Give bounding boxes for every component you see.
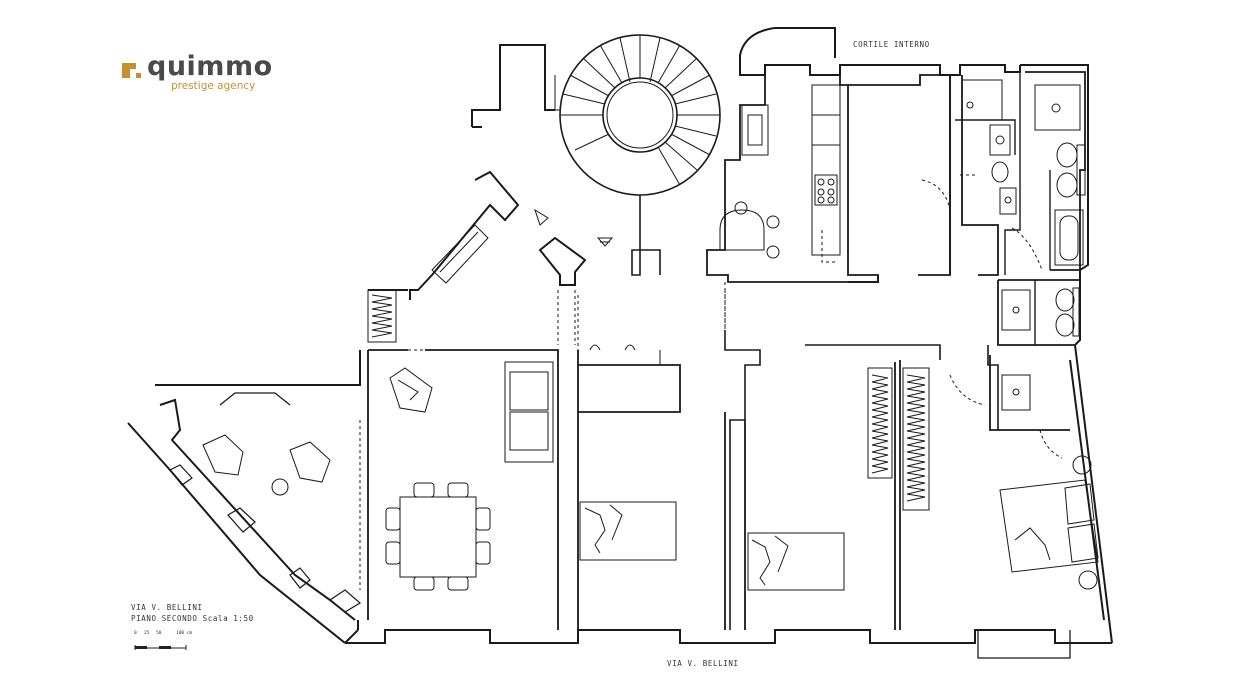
street-label-left: VIA V. BELLINI: [131, 603, 203, 612]
armchair-icon: [389, 367, 433, 413]
bed-icon: [747, 532, 845, 591]
sink-icon: [1001, 374, 1031, 411]
courtyard-label: CORTILE INTERNO: [853, 40, 930, 49]
street-label-bottom: VIA V. BELLINI: [667, 659, 739, 668]
toilet-icon: [991, 161, 1017, 215]
corridor: [724, 282, 941, 630]
scale-bar: 0 25 50 100 cm: [134, 631, 194, 651]
spiral-staircase-icon: [554, 34, 721, 276]
shower-icon: [1034, 84, 1081, 131]
shower-icon: [961, 79, 1011, 156]
radiator: [367, 289, 397, 343]
door-swings: [557, 230, 849, 345]
master-bedroom: [899, 355, 1099, 659]
living-room: [367, 349, 559, 630]
scale-tick-25: 25: [144, 631, 150, 636]
dining-table-icon: [719, 201, 780, 259]
wardrobe-icon: [902, 367, 930, 511]
floor-scale-label: PIANO SECONDO Scala 1:50: [131, 614, 254, 623]
service-room: [848, 74, 951, 283]
bathroom-3: [987, 279, 1080, 430]
north-arrow-icon: [534, 208, 614, 247]
sink-icon: [1001, 289, 1031, 331]
bathroom-1: [949, 72, 1043, 276]
logo-mark-icon: [122, 63, 141, 78]
scale-tick-100: 100 cm: [176, 631, 193, 636]
bedroom-1: [577, 295, 726, 630]
lounge: [169, 392, 362, 613]
logo-name: quimmo: [147, 51, 273, 82]
logo-tagline: prestige agency: [171, 80, 256, 92]
sofa-icon: [431, 224, 489, 284]
scale-tick-50: 50: [156, 631, 162, 636]
bidet-icon: [1056, 142, 1086, 198]
dining-table-icon: [385, 482, 491, 591]
bathroom-2: [1025, 71, 1086, 271]
bed-icon: [999, 455, 1099, 590]
stove-icon: [811, 84, 841, 256]
sink-icon: [741, 104, 769, 156]
wardrobe-icon: [867, 367, 893, 479]
bedroom-2: [744, 362, 896, 630]
armchair-icon: [202, 434, 331, 496]
kitchen: [706, 75, 879, 283]
scale-tick-0: 0: [134, 631, 137, 636]
bidet-icon: [1055, 287, 1080, 337]
bathtub-icon: [1054, 209, 1084, 266]
bed-icon: [579, 501, 677, 561]
sofa-icon: [504, 361, 554, 463]
